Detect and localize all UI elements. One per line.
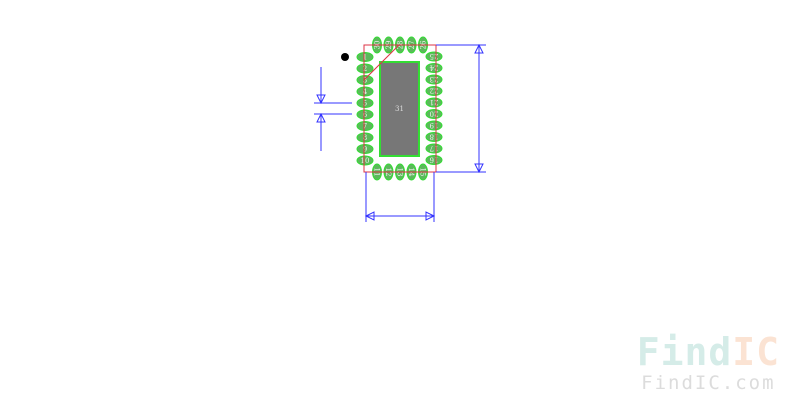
pad [425, 86, 443, 96]
arrow [425, 211, 436, 221]
pad [356, 63, 374, 74]
pad [356, 86, 374, 97]
watermark-logo: FindIC FindIC.com [637, 332, 780, 394]
arrow [316, 112, 326, 123]
center-pad-label: 31 [395, 105, 404, 113]
center-pad [379, 61, 420, 157]
pad-label: 20 [430, 110, 439, 118]
pad-label: 16 [429, 156, 438, 164]
pad [425, 143, 443, 154]
pad [425, 63, 443, 73]
pin1-chamfer [363, 44, 400, 81]
pad-label: 10 [361, 157, 370, 165]
pad-label: 25 [430, 52, 439, 60]
pad-label: 9 [363, 146, 367, 154]
pad-label: 6 [363, 111, 368, 119]
pad-label: 1 [363, 54, 367, 62]
pad-label: 19 [430, 121, 439, 129]
pad-label: 7 [363, 123, 367, 131]
pad [356, 155, 374, 166]
pad [425, 109, 443, 119]
pad [425, 74, 443, 85]
pad-label: 21 [430, 98, 439, 106]
logo-find: Find [636, 330, 733, 374]
pad [425, 132, 443, 142]
pad [425, 97, 443, 108]
pad [425, 120, 443, 131]
pad [356, 144, 374, 154]
pin1-marker [341, 53, 349, 61]
arrow [474, 163, 484, 174]
arrow [316, 94, 326, 105]
pad-label: 5 [363, 100, 367, 108]
logo-ic: IC [732, 330, 780, 374]
pad-label: 24 [429, 64, 438, 72]
pad-label: 4 [363, 88, 368, 96]
pad-label: 8 [363, 134, 367, 142]
pad [356, 52, 374, 62]
pad-label: 17 [430, 144, 439, 152]
pad-label: 3 [363, 77, 367, 85]
arrow [474, 43, 484, 54]
pad [356, 98, 374, 108]
pad [425, 155, 443, 165]
logo-url: FindIC.com [641, 372, 776, 394]
pad [356, 132, 374, 143]
pad-label: 2 [363, 65, 367, 73]
arrow [364, 211, 375, 221]
pad [356, 121, 374, 131]
pad [356, 109, 374, 120]
pad-label: 22 [430, 87, 439, 95]
pad-label: 23 [430, 75, 439, 83]
pad-label: 18 [430, 133, 439, 141]
pad [356, 75, 374, 85]
pad [425, 51, 443, 62]
body-outline [363, 44, 437, 173]
